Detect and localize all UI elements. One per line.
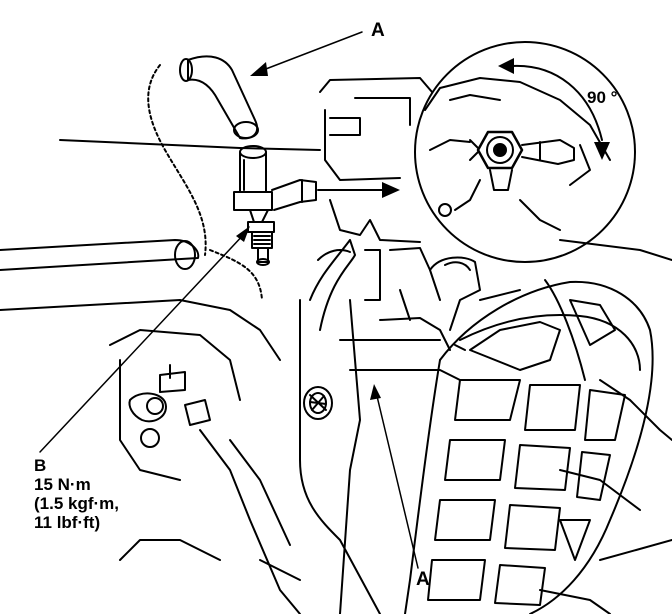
label-b: B [34, 456, 47, 475]
rotation-arrow [498, 58, 610, 160]
torque-line-2: (1.5 kgf·m, [34, 494, 120, 513]
vacuum-hose-a-upper [179, 55, 259, 140]
sensor-assembly [233, 145, 317, 266]
detail-pointer-arrow [317, 182, 400, 198]
torque-spec: B 15 N·m (1.5 kgf·m, 11 lbf·ft) [34, 456, 119, 532]
detail-inset [414, 41, 636, 263]
label-a-bottom: A [416, 569, 430, 590]
torque-line-3: 11 lbf·ft) [34, 513, 101, 532]
intake-duct [404, 279, 654, 614]
torque-line-1: 15 N·m [34, 475, 91, 494]
leader-lines [39, 31, 419, 569]
label-angle: 90 ° [587, 88, 618, 107]
engine-background [0, 64, 672, 614]
label-a-top: A [371, 20, 385, 41]
